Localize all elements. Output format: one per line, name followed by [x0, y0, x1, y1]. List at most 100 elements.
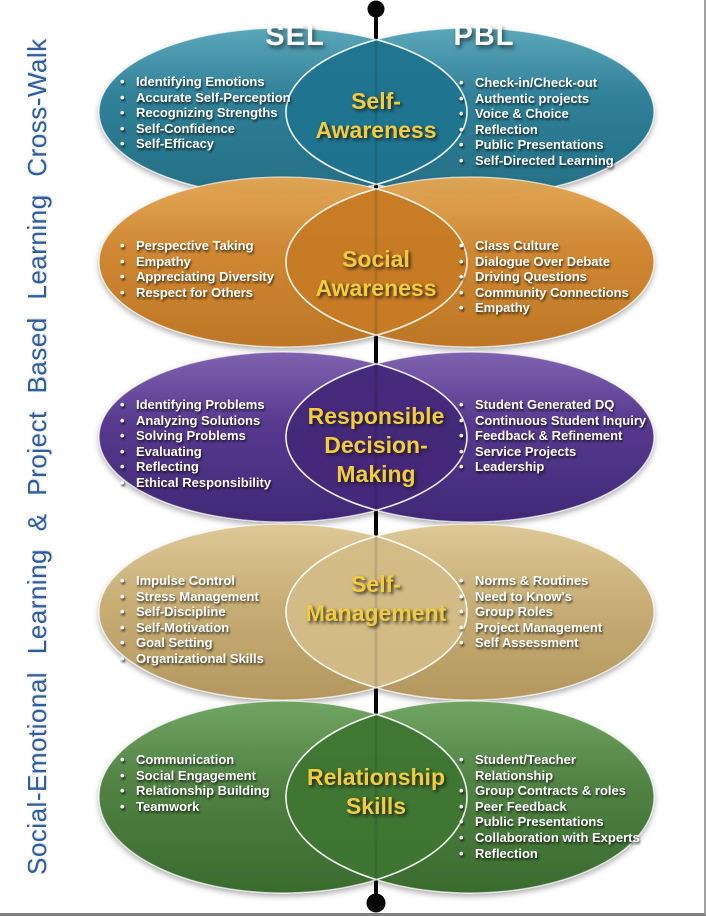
list-item: •Norms & Routines [459, 573, 649, 589]
bullet-icon: • [459, 269, 464, 285]
list-item: •Self Assessment [459, 635, 649, 651]
list-item-text: Identifying Problems [136, 397, 265, 412]
bullet-icon: • [459, 604, 464, 620]
list-item: •Relationship Building [120, 783, 370, 799]
bullet-icon: • [459, 412, 464, 428]
sel-items-self-management: •Impulse Control•Stress Management•Self-… [120, 573, 370, 667]
list-item: •Public Presentations [459, 814, 649, 830]
list-item-text: Relationship Building [136, 783, 270, 799]
list-item: •Service Projects [459, 444, 649, 460]
overlap-label-self-awareness: Self-Awareness [286, 87, 466, 145]
sel-items-self-awareness: •Identifying Emotions•Accurate Self-Perc… [120, 74, 370, 152]
overlap-label-line: Self- [351, 571, 401, 597]
bullet-icon: • [459, 619, 464, 635]
bullet-icon: • [120, 619, 125, 635]
list-item-text: Community Connections [475, 284, 629, 300]
bullet-icon: • [459, 829, 464, 845]
list-item-text: Respect for Others [136, 284, 254, 300]
list-item-text: Need to Know's [475, 588, 572, 604]
list-item: •Recognizing Strengths [120, 105, 370, 121]
list-item-text: Identifying Emotions [136, 74, 265, 89]
overlap-label-line: Skills [345, 793, 407, 819]
list-item: •Reflection [459, 122, 649, 138]
side-title: Social-Emotional Learning & Project Base… [22, 38, 52, 875]
list-item-text: Solving Problems [136, 428, 246, 444]
bullet-icon: • [459, 752, 464, 767]
list-item: •Respect for Others [120, 285, 370, 301]
bullet-icon: • [459, 397, 464, 412]
list-item: • Peer Feedback [459, 799, 649, 815]
list-item: •Identifying Emotions [120, 74, 370, 90]
pbl-items-social-awareness: •Class Culture•Dialogue Over Debate•Driv… [459, 238, 649, 316]
list-item: •Analyzing Solutions [120, 413, 370, 429]
list-item: • Perspective Taking [120, 238, 370, 254]
list-item-text: Public Presentations [475, 137, 604, 153]
bullet-icon: • [459, 783, 464, 799]
bullet-icon: • [459, 573, 464, 588]
list-item: •Group Contracts & roles [459, 783, 649, 799]
bullet-icon: • [120, 120, 125, 136]
list-item-text: Peer Feedback [475, 798, 567, 814]
list-item-text: Student Generated DQ [475, 397, 615, 412]
list-item: •Feedback & Refinement [459, 428, 649, 444]
pbl-items-responsible-decision-making: • Student Generated DQ•Continuous Student… [459, 397, 649, 475]
list-item-text: Self Assessment [475, 635, 579, 651]
overlap-label-line: Social [342, 246, 410, 272]
bullet-icon: • [120, 588, 125, 604]
list-item: • Student Generated DQ [459, 397, 649, 413]
list-item-text: Self-Discipline [136, 604, 226, 620]
bullet-icon: • [120, 459, 125, 475]
sel-items-responsible-decision-making: •Identifying Problems•Analyzing Solution… [120, 397, 370, 491]
list-item: •Dialogue Over Debate [459, 254, 649, 270]
bullet-icon: • [120, 105, 125, 121]
pbl-items-self-awareness: •Check-in/Check-out•Authentic projects•V… [459, 75, 649, 169]
list-item: •Appreciating Diversity [120, 269, 370, 285]
bullet-icon: • [120, 136, 125, 152]
list-item-text: Check-in/Check-out [475, 75, 598, 90]
bullet-icon: • [120, 253, 125, 269]
overlap-label-line: Making [336, 461, 416, 487]
list-item-text: Service Projects [475, 443, 577, 459]
list-item-text: Perspective Taking [136, 238, 254, 253]
list-item-text: Project Management [475, 619, 603, 635]
pbl-items-relationship-skills: •Student/Teacher Relationship•Group Cont… [459, 752, 649, 861]
pbl-items-self-management: •Norms & Routines•Need to Know's•Group R… [459, 573, 649, 651]
list-item: •Group Roles [459, 604, 649, 620]
list-item-text: Organizational Skills [136, 650, 264, 666]
list-item: •Evaluating [120, 444, 370, 460]
bullet-icon: • [459, 459, 464, 475]
bullet-icon: • [459, 428, 464, 444]
bullet-icon: • [120, 752, 125, 767]
bullet-icon: • [120, 767, 125, 783]
bullet-icon: • [459, 798, 464, 814]
list-item-text: Ethical Responsibility [136, 474, 272, 490]
list-item: •Solving Problems [120, 428, 370, 444]
list-item-text: Class Culture [475, 238, 559, 253]
bullet-icon: • [120, 238, 125, 253]
bullet-icon: • [120, 412, 125, 428]
bullet-icon: • [459, 121, 464, 137]
bullet-icon: • [120, 635, 125, 651]
list-item: •Self-Confidence [120, 121, 370, 137]
list-item-text: Reflection [475, 845, 538, 861]
list-item-text: Self-Directed Learning [475, 152, 614, 168]
list-item-text: Reflecting [136, 459, 199, 475]
overlap-label-line: Decision- [324, 432, 428, 458]
list-item: •Self-Directed Learning [459, 153, 649, 169]
list-item: • Stress Management [120, 589, 370, 605]
list-item-text: Social Engagement [136, 767, 256, 783]
list-item: •Identifying Problems [120, 397, 370, 413]
list-item: •Goal Setting [120, 635, 370, 651]
list-item-text: Voice & Choice [475, 106, 569, 122]
bullet-icon: • [459, 284, 464, 300]
list-item-text: Driving Questions [475, 269, 587, 285]
overlap-label-line: Awareness [315, 275, 437, 301]
list-item-text: Stress Management [136, 588, 259, 604]
list-item: • Project Management [459, 620, 649, 636]
list-item: •Student/Teacher Relationship [459, 752, 649, 783]
list-item: •Reflection [459, 846, 649, 862]
overlap-label-line: Management [305, 600, 447, 626]
list-item: •Continuous Student Inquiry [459, 413, 649, 429]
overlap-label-line: Self- [351, 88, 401, 114]
